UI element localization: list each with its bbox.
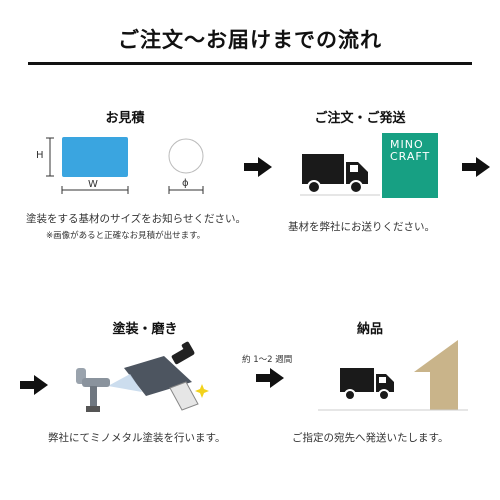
arrow-right-icon bbox=[256, 368, 284, 388]
polisher-icon bbox=[171, 341, 195, 365]
step-title-painting: 塗装・磨き bbox=[112, 322, 178, 337]
minocraft-box: MINO CRAFT bbox=[382, 133, 438, 198]
title-underline bbox=[28, 62, 472, 65]
kraft-building bbox=[414, 340, 458, 410]
arrow-right-icon bbox=[20, 375, 48, 395]
dim-label-w: W bbox=[88, 179, 98, 190]
dim-label-phi: ϕ bbox=[182, 178, 189, 189]
spray-gun-icon bbox=[76, 368, 110, 412]
caption-painting: 弊社にてミノメタル塗装を行います。 bbox=[48, 432, 226, 444]
step-title-estimate: お見積 bbox=[105, 111, 145, 126]
arrow-right-icon bbox=[244, 157, 272, 177]
arrow-right-icon bbox=[462, 157, 490, 177]
size-diagram bbox=[46, 137, 204, 194]
lead-time-label: 約 1〜2 週間 bbox=[242, 355, 293, 365]
circle-shape bbox=[168, 138, 204, 174]
note-estimate: ※画像があると正確なお見積が出せます。 bbox=[46, 231, 206, 241]
brand-line-1: MINO bbox=[390, 138, 424, 151]
caption-order: 基材を弊社にお送りください。 bbox=[288, 221, 435, 233]
sanding-block bbox=[169, 381, 199, 411]
page-title: ご注文〜お届けまでの流れ bbox=[118, 28, 382, 52]
step-title-order: ご注文・ご発送 bbox=[314, 111, 406, 126]
brand-line-2: CRAFT bbox=[390, 150, 431, 163]
dim-label-h: H bbox=[36, 150, 44, 161]
plate-shape bbox=[62, 137, 128, 177]
painting-illustration bbox=[76, 341, 209, 412]
caption-delivery: ご指定の宛先へ発送いたします。 bbox=[292, 432, 449, 444]
truck-icon bbox=[340, 368, 394, 401]
step-title-delivery: 納品 bbox=[356, 322, 383, 337]
delivery-illustration bbox=[318, 340, 468, 411]
truck-icon bbox=[300, 154, 380, 196]
sparkle-icon bbox=[195, 384, 209, 398]
caption-estimate: 塗装をする基材のサイズをお知らせください。 bbox=[26, 213, 246, 225]
